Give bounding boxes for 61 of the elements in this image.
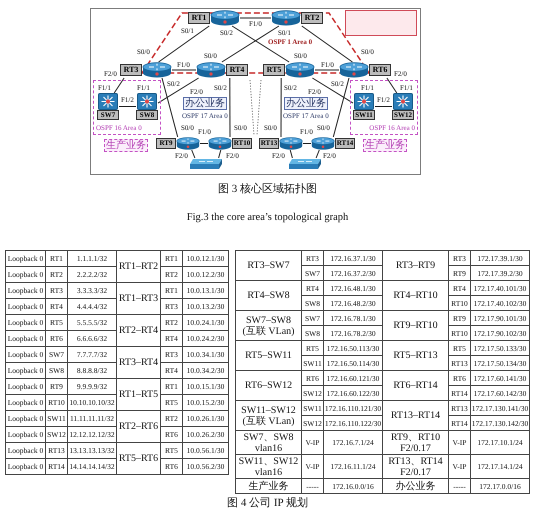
link-cell: RT13、RT14 F2/0.17 (383, 455, 449, 479)
link-cell: RT3–RT9 (383, 251, 449, 281)
link-line (316, 150, 320, 158)
link-line (218, 150, 222, 158)
link-cell: RT9、RT10 F2/0.17 (383, 431, 449, 455)
link-cell: RT3–RT4 (117, 347, 161, 379)
service-tag: 生产业务 (104, 139, 148, 152)
service-tag: 办公业务 (284, 97, 328, 110)
link-cell: RT5–RT6 (117, 443, 161, 475)
link-line (332, 78, 350, 138)
link-line (386, 78, 398, 94)
link-line (229, 78, 230, 138)
link-line (374, 106, 392, 107)
link-cell: RT1–RT2 (117, 251, 161, 283)
link-cell: SW11–SW12 (互联 VLan) (236, 401, 302, 431)
link-line (118, 106, 136, 107)
ospf-area-region (350, 80, 418, 135)
link-line (312, 78, 354, 104)
link-line (114, 78, 125, 94)
link-line (221, 26, 280, 62)
link-cell: SW7–SW8 (互联 VLan) (236, 311, 302, 341)
link-cell: RT6–RT14 (383, 371, 449, 401)
link-line (162, 78, 178, 138)
router-label: RT4 (226, 64, 248, 76)
link-cell: RT2–RT4 (117, 315, 161, 347)
link-line (191, 150, 196, 158)
link-cell: RT1–RT3 (117, 283, 161, 315)
link-line (158, 26, 210, 62)
link-cell: RT4–SW8 (236, 281, 302, 311)
service-tag: 办公业务 (183, 97, 227, 110)
router-label: RT2 (301, 12, 323, 24)
link-line (302, 143, 312, 144)
link-cell: 生产业务 (236, 479, 302, 494)
link-cell: RT4–RT10 (383, 281, 449, 311)
link-cell: RT1–RT5 (117, 379, 161, 411)
link-cell: RT9–RT10 (383, 311, 449, 341)
link-line (200, 143, 208, 144)
link-cell: RT5–SW11 (236, 341, 302, 371)
link-cell: RT5–RT13 (383, 341, 449, 371)
figure-caption: Fig.3 the core area’s topological graph (186, 211, 348, 224)
link-line (301, 26, 353, 62)
link-line (158, 78, 200, 104)
router-label: RT6 (369, 64, 391, 76)
note-panel (345, 10, 417, 36)
router-label: RT3 (120, 64, 142, 76)
link-cell: SW11、SW12 vlan16 (236, 455, 302, 479)
ospf-area-region (93, 80, 161, 135)
router-label: RT5 (263, 64, 285, 76)
figure-caption: 图 3 核心区域拓扑图 (218, 183, 317, 197)
router-label: RT1 (188, 12, 210, 24)
link-cell: SW7、SW8 vlan16 (236, 431, 302, 455)
link-line (290, 150, 293, 158)
link-line (280, 78, 282, 138)
link-cell: RT3–SW7 (236, 251, 302, 281)
figure-caption: 图 4 公司 IP 规划 (227, 497, 308, 511)
link-cell: RT6–SW12 (236, 371, 302, 401)
link-cell: 办公业务 (383, 479, 449, 494)
service-tag: 生产业务 (363, 139, 407, 152)
link-line (232, 26, 290, 62)
link-cell: RT13–RT14 (383, 401, 449, 431)
link-cell: RT2–RT6 (117, 411, 161, 443)
